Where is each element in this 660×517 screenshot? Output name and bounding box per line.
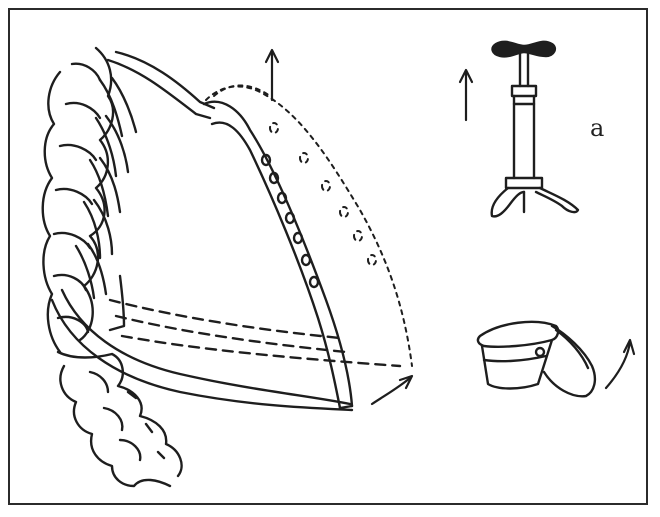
ribs: [50, 50, 402, 412]
bucket: [476, 320, 597, 398]
spine: [41, 46, 183, 488]
sternum-elevated: [205, 84, 413, 367]
figure-frame: [8, 8, 648, 505]
sternum: [202, 100, 354, 410]
curved-arrow-ribs: [370, 376, 412, 406]
motion-arrows: [264, 48, 636, 406]
pump: [490, 40, 580, 218]
curved-arrow-bucket: [604, 340, 632, 390]
figure-label-a: a: [590, 114, 604, 142]
